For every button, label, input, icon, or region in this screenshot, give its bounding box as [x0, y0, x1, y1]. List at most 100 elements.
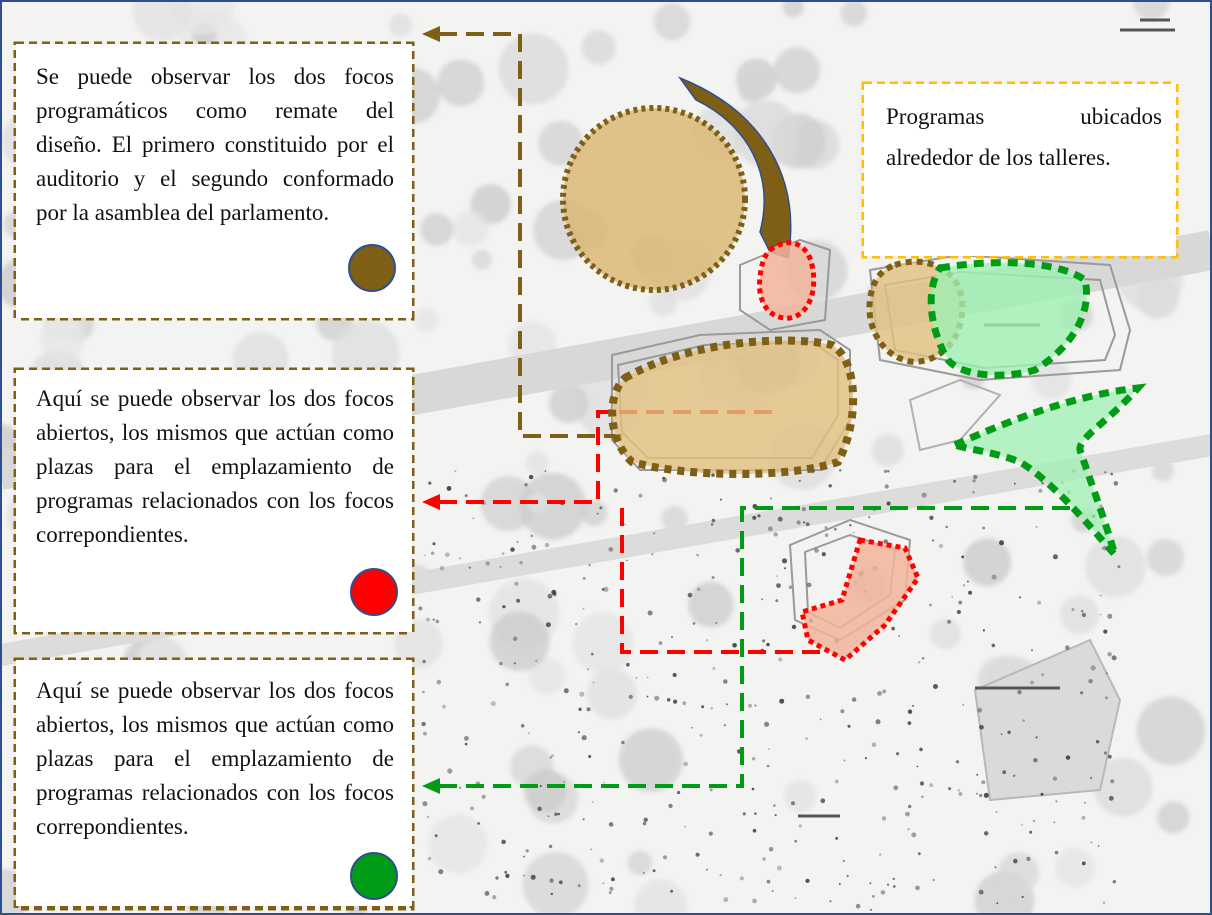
vegetation-speck — [672, 673, 677, 677]
vegetation-speck — [905, 811, 910, 817]
vegetation-speck — [1095, 740, 1100, 744]
vegetation-speck — [879, 853, 882, 856]
vegetation-speck — [768, 748, 770, 750]
vegetation-speck — [549, 878, 554, 883]
vegetation-speck — [548, 844, 553, 849]
vegetation-speck — [646, 676, 649, 679]
tree-canopy — [586, 668, 638, 720]
tree-canopy — [548, 383, 589, 424]
vegetation-speck — [766, 642, 770, 647]
tree-canopy — [840, 0, 868, 27]
vegetation-speck — [886, 501, 891, 506]
vegetation-speck — [495, 876, 499, 880]
tree-canopy — [471, 249, 492, 270]
vegetation-speck — [687, 592, 693, 598]
vegetation-speck — [773, 804, 776, 807]
focos-note: Se puede observar los dos focos programá… — [16, 44, 412, 318]
vegetation-speck — [653, 532, 656, 535]
vegetation-speck — [579, 691, 585, 697]
vegetation-speck — [1007, 730, 1011, 734]
vegetation-speck — [1013, 774, 1016, 777]
tree-canopy — [661, 505, 688, 533]
tree-canopy — [738, 78, 764, 104]
vegetation-speck — [979, 793, 983, 798]
vegetation-speck — [999, 540, 1004, 546]
vegetation-speck — [642, 871, 645, 875]
vegetation-speck — [1035, 525, 1038, 528]
vegetation-speck — [662, 855, 668, 860]
vegetation-speck — [434, 834, 438, 838]
vegetation-speck — [492, 895, 497, 900]
vegetation-speck — [708, 831, 713, 836]
vegetation-speck — [842, 859, 845, 863]
tree-canopy — [782, 0, 804, 18]
vegetation-speck — [430, 551, 435, 555]
vegetation-speck — [1031, 649, 1033, 652]
vegetation-speck — [602, 882, 605, 885]
vegetation-speck — [762, 857, 766, 861]
vegetation-speck — [1097, 845, 1100, 847]
vegetation-speck — [838, 882, 841, 885]
vegetation-speck — [563, 780, 566, 783]
vegetation-speck — [805, 522, 810, 527]
vegetation-speck — [877, 691, 882, 696]
vegetation-speck — [739, 876, 744, 881]
vegetation-speck — [801, 507, 806, 512]
vegetation-speck — [654, 695, 660, 701]
vegetation-speck — [720, 498, 722, 501]
vegetation-speck — [996, 902, 999, 905]
tree-canopy — [1084, 536, 1146, 598]
plazas-verde-note: Aquí se puede observar los dos focos abi… — [16, 660, 412, 906]
vegetation-speck — [883, 469, 888, 473]
vegetation-speck — [778, 657, 783, 662]
vegetation-speck — [1033, 758, 1038, 763]
vegetation-speck — [1052, 554, 1058, 560]
tree-canopy — [489, 611, 550, 672]
vegetation-speck — [588, 755, 592, 758]
red-plaza-north — [757, 240, 817, 321]
vegetation-speck — [582, 576, 586, 580]
vegetation-speck — [880, 890, 886, 895]
vegetation-speck — [591, 801, 594, 803]
vegetation-speck — [766, 879, 771, 884]
vegetation-speck — [1026, 856, 1031, 862]
vegetation-speck — [884, 484, 889, 489]
tree-canopy — [572, 612, 634, 674]
tree-canopy — [871, 434, 904, 467]
vegetation-speck — [476, 597, 481, 602]
tree-canopy — [627, 850, 653, 876]
vegetation-speck — [907, 828, 910, 831]
vegetation-speck — [1102, 901, 1106, 905]
vegetation-speck — [544, 470, 547, 472]
vegetation-speck — [852, 531, 855, 534]
vegetation-speck — [898, 635, 901, 637]
vegetation-speck — [481, 794, 486, 799]
vegetation-speck — [798, 824, 802, 828]
tree-canopy — [619, 728, 683, 792]
vegetation-speck — [590, 848, 593, 851]
vegetation-speck — [921, 492, 927, 498]
vegetation-speck — [422, 659, 426, 664]
vegetation-speck — [651, 553, 654, 556]
vegetation-speck — [1099, 613, 1102, 616]
vegetation-speck — [849, 524, 852, 527]
vegetation-speck — [596, 512, 599, 515]
vegetation-speck — [530, 534, 534, 538]
vegetation-speck — [762, 639, 766, 643]
vegetation-speck — [666, 698, 671, 702]
vegetation-speck — [847, 724, 851, 728]
vegetation-speck — [520, 724, 525, 728]
vegetation-speck — [828, 484, 832, 488]
vegetation-speck — [501, 839, 506, 845]
vegetation-speck — [426, 617, 431, 622]
vegetation-speck — [776, 583, 781, 588]
tree-canopy — [773, 47, 820, 94]
vegetation-speck — [868, 516, 871, 519]
vegetation-speck — [953, 479, 957, 483]
tree-canopy — [528, 657, 566, 695]
vegetation-speck — [752, 828, 757, 833]
vegetation-speck — [459, 786, 462, 789]
vegetation-speck — [537, 806, 542, 811]
green-plaza-north — [927, 259, 1090, 379]
vegetation-speck — [549, 756, 552, 759]
